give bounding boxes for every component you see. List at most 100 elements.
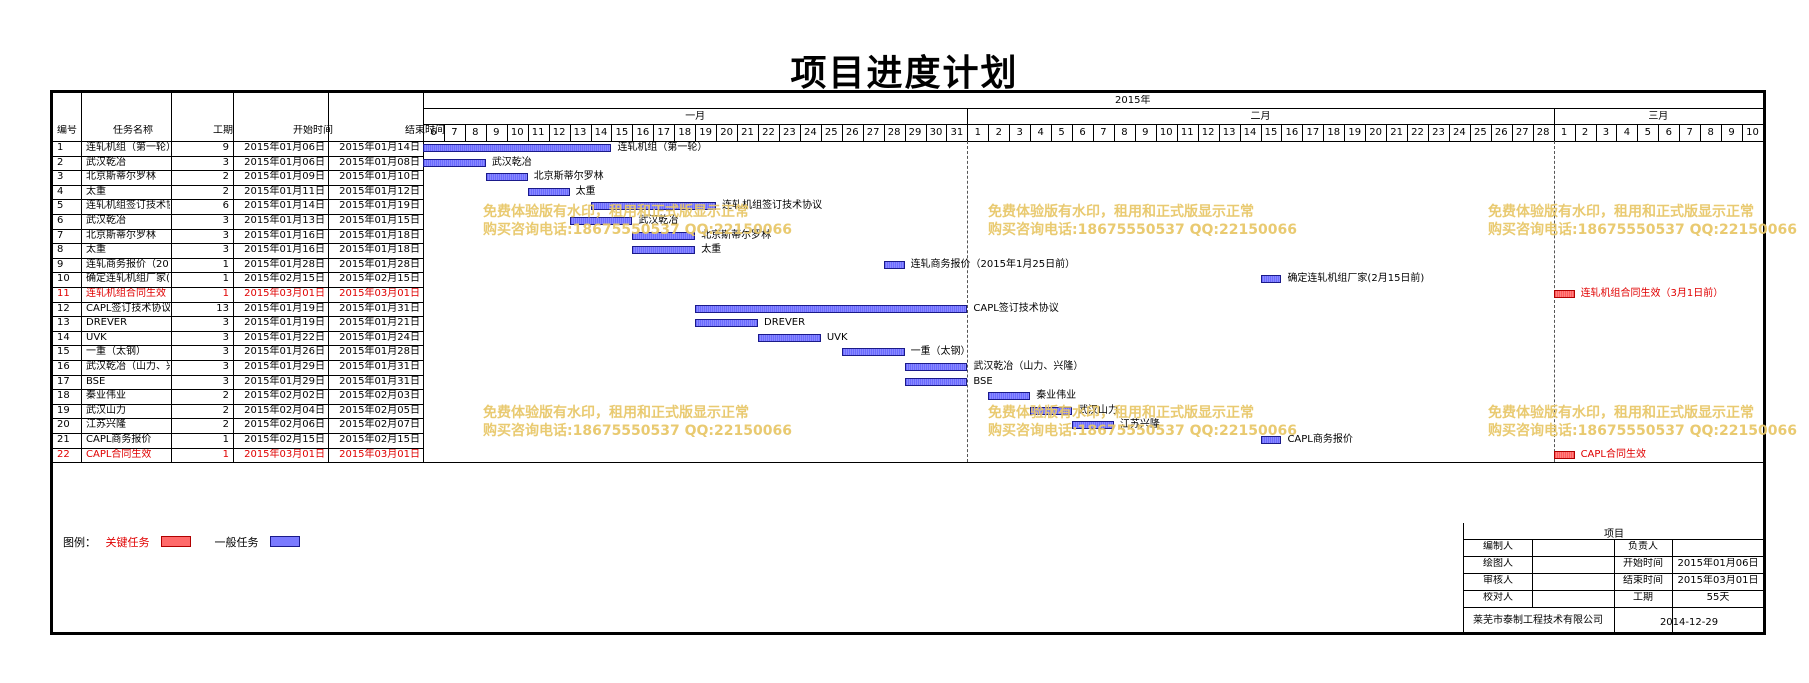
gantt-bar[interactable]: [904, 363, 968, 371]
task-end: 2015年01月24日: [339, 331, 420, 343]
info-date: 2014-12-29: [1659, 617, 1719, 628]
gantt-bar[interactable]: [423, 144, 612, 152]
grid-line: [423, 108, 1763, 109]
watermark: 免费体验版有水印，租用和正式版显示正常购买咨询电话:18675550537 QQ…: [1488, 204, 1797, 238]
task-start: 2015年01月09日: [244, 171, 325, 183]
gantt-bar[interactable]: [1260, 275, 1282, 284]
gantt-bar[interactable]: [590, 202, 717, 211]
info-value2: 2015年01月06日: [1677, 558, 1759, 569]
timeline-day: 16: [636, 127, 650, 138]
task-name: 武汉山力: [86, 404, 126, 416]
timeline-day: 31: [950, 127, 964, 138]
grid-line: [1672, 539, 1673, 632]
grid-line: [53, 243, 423, 245]
timeline-day: 25: [1473, 127, 1487, 138]
grid-line: [611, 124, 613, 141]
gantt-bar[interactable]: [485, 173, 528, 182]
timeline-day: 23: [1432, 127, 1445, 138]
gantt-bar[interactable]: [1553, 290, 1575, 298]
task-start: 2015年01月16日: [244, 229, 325, 241]
gantt-bar-label: 太重: [575, 185, 596, 197]
info-label: 编制人: [1483, 541, 1513, 552]
grid-line: [799, 124, 801, 141]
timeline-day: 17: [657, 127, 671, 138]
timeline-day: 6: [1079, 127, 1086, 138]
task-id: 22: [57, 448, 70, 460]
grid-line: [53, 141, 1763, 142]
gantt-bar[interactable]: [527, 187, 570, 196]
gantt-bar[interactable]: [695, 319, 758, 328]
timeline-day: 15: [615, 127, 629, 138]
gantt-bar-label: 一重（太钢）: [910, 346, 971, 358]
gantt-bar[interactable]: [632, 246, 696, 255]
task-duration: 1: [222, 258, 229, 270]
legend-critical-label: 关键任务: [105, 536, 150, 549]
grid-line: [485, 124, 487, 141]
gantt-bar[interactable]: [632, 231, 696, 240]
gantt-bar[interactable]: [695, 304, 968, 313]
gantt-bar[interactable]: [758, 333, 821, 342]
grid-line: [1469, 124, 1471, 141]
grid-line: [967, 124, 969, 141]
task-start: 2015年01月22日: [244, 331, 325, 343]
timeline-day: 3: [1016, 127, 1023, 138]
task-end: 2015年02月07日: [339, 419, 420, 431]
timeline-day: 26: [1494, 127, 1508, 138]
task-id: 5: [57, 200, 64, 212]
info-label: 审核人: [1483, 575, 1513, 586]
task-name: 确定连轧机组厂家(2月15日前): [86, 273, 170, 285]
gantt-bar-label: 秦业伟业: [1036, 390, 1077, 402]
gantt-bar[interactable]: [1553, 450, 1575, 459]
timeline-day: 5: [1644, 127, 1652, 138]
task-duration: 3: [222, 361, 229, 372]
timeline-day: 3: [1602, 127, 1610, 138]
gantt-bar[interactable]: [1260, 436, 1282, 444]
grid-line: [1365, 124, 1367, 141]
grid-line: [1302, 124, 1304, 141]
task-id: 10: [57, 273, 70, 285]
timeline-day: 11: [1180, 127, 1194, 138]
grid-line: [1448, 124, 1450, 141]
grid-line: [548, 124, 550, 141]
task-name: 太重: [86, 185, 106, 197]
task-end: 2015年01月08日: [339, 156, 420, 168]
task-duration: 2: [222, 404, 229, 416]
gantt-bar[interactable]: [1030, 406, 1073, 415]
task-end: 2015年01月18日: [339, 244, 420, 256]
grid-line: [53, 462, 1763, 464]
task-duration: 3: [222, 215, 229, 226]
gantt-bar[interactable]: [569, 217, 633, 225]
task-id: 16: [57, 361, 70, 372]
gantt-bar[interactable]: [841, 348, 905, 357]
task-name: 连轧机组合同生效（3月1日前）: [86, 288, 170, 299]
grid-line: [53, 214, 423, 215]
timeline-day: 14: [594, 127, 608, 138]
task-id: 18: [57, 390, 70, 402]
timeline-day: 29: [908, 127, 922, 138]
timeline-day: 9: [1728, 127, 1735, 138]
task-start: 2015年01月06日: [244, 156, 325, 168]
grid-line: [632, 124, 634, 141]
task-start: 2015年02月15日: [244, 273, 325, 285]
grid-line: [1030, 124, 1032, 141]
timeline-day: 26: [845, 127, 859, 138]
gantt-bar-label: 连轧机组合同生效（3月1日前）: [1580, 288, 1724, 299]
task-duration: 3: [222, 229, 229, 241]
gantt-bar[interactable]: [883, 260, 905, 269]
task-end: 2015年01月15日: [339, 215, 420, 226]
timeline-day: 19: [1348, 127, 1362, 138]
grid-line: [1072, 124, 1074, 141]
task-start: 2015年01月06日: [244, 142, 325, 153]
gantt-bar[interactable]: [904, 377, 968, 386]
task-name: CAPL合同生效: [86, 448, 152, 460]
gantt-bar[interactable]: [1072, 421, 1114, 430]
grid-line: [53, 403, 423, 405]
grid-line: [1658, 124, 1660, 141]
gantt-bar[interactable]: [423, 158, 486, 167]
timeline-day: 9: [1142, 127, 1149, 138]
task-duration: 1: [222, 434, 229, 445]
timeline-day: 17: [1306, 127, 1320, 138]
task-end: 2015年03月01日: [339, 288, 420, 299]
gantt-bar[interactable]: [988, 392, 1031, 401]
info-label: 绘图人: [1483, 558, 1513, 569]
